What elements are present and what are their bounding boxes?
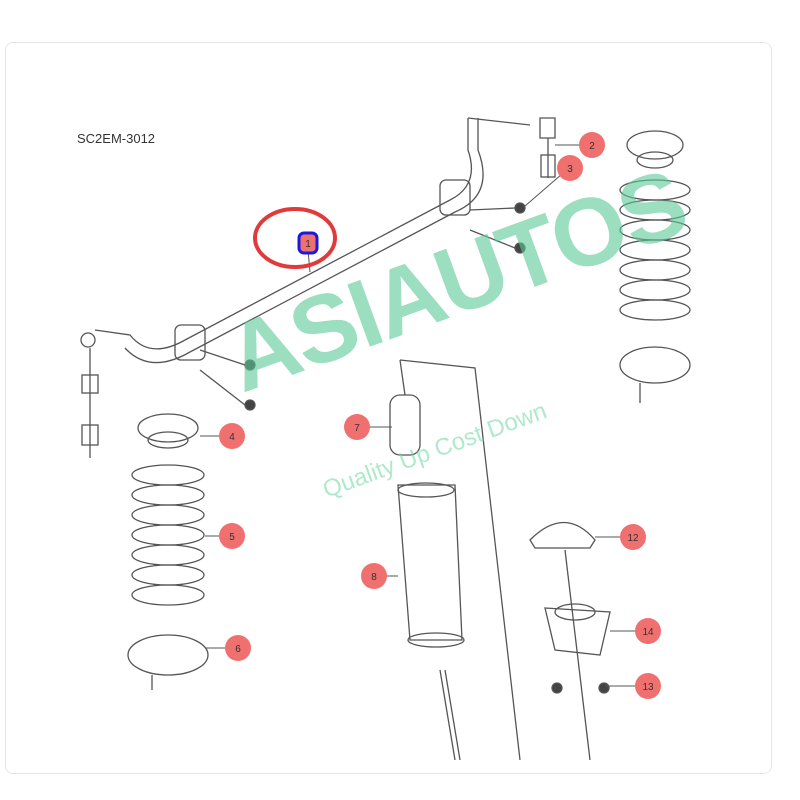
callout-marker bbox=[635, 618, 661, 644]
right-spring-set bbox=[619, 130, 691, 403]
left-spring-set bbox=[127, 413, 209, 690]
callout-1: 1 bbox=[297, 231, 319, 255]
callout-marker bbox=[225, 635, 251, 661]
callout-5: 5 bbox=[219, 523, 245, 549]
callout-marker bbox=[297, 231, 319, 255]
stabilizer-bar bbox=[80, 118, 484, 364]
callout-2: 2 bbox=[579, 132, 605, 158]
callout-label: 1 bbox=[305, 239, 311, 250]
callout-label: 2 bbox=[589, 141, 595, 152]
callout-13: 13 bbox=[635, 673, 661, 699]
callout-8: 8 bbox=[361, 563, 387, 589]
callout-3: 3 bbox=[557, 155, 583, 181]
callout-6: 6 bbox=[225, 635, 251, 661]
callout-label: 8 bbox=[371, 572, 377, 583]
callout-label: 7 bbox=[354, 423, 360, 434]
callout-label: 12 bbox=[627, 533, 639, 544]
callout-label: 13 bbox=[642, 682, 654, 693]
shock-absorber-parts bbox=[389, 359, 611, 761]
callout-label: 6 bbox=[235, 644, 241, 655]
product-image-card bbox=[5, 42, 772, 774]
callout-marker bbox=[219, 523, 245, 549]
callout-marker bbox=[635, 673, 661, 699]
bolts bbox=[199, 202, 610, 694]
callout-label: 14 bbox=[642, 627, 654, 638]
callout-label: 5 bbox=[229, 532, 235, 543]
callout-14: 14 bbox=[635, 618, 661, 644]
callout-marker bbox=[344, 414, 370, 440]
callout-marker bbox=[579, 132, 605, 158]
callout-12: 12 bbox=[620, 524, 646, 550]
callout-marker bbox=[361, 563, 387, 589]
callout-marker bbox=[219, 423, 245, 449]
callout-marker bbox=[620, 524, 646, 550]
callout-4: 4 bbox=[219, 423, 245, 449]
stabilizer-link bbox=[81, 117, 556, 458]
part-code: SC2EM-3012 bbox=[77, 131, 156, 146]
callout-7: 7 bbox=[344, 414, 370, 440]
callout-label: 4 bbox=[229, 432, 235, 443]
callout-marker bbox=[557, 155, 583, 181]
callout-label: 3 bbox=[567, 164, 573, 175]
highlight-ring bbox=[253, 207, 337, 269]
